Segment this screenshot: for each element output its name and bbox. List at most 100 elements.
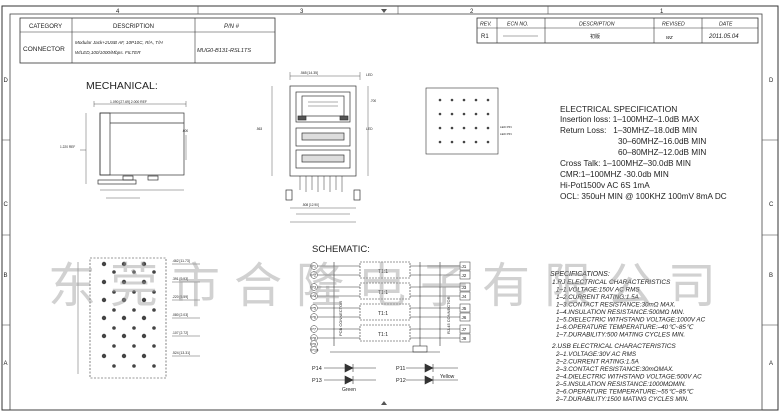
schematic-left-pin: P10 xyxy=(311,348,319,353)
pin-circle xyxy=(310,304,318,312)
pcb-layout-drawing xyxy=(77,257,200,379)
usb-spec-item: 2–5.INSULATION RESISTANCE:1000MΩMIN. xyxy=(555,381,686,388)
pin-box xyxy=(459,282,471,292)
led-pin-label: P12 xyxy=(396,378,406,384)
pin-dot xyxy=(438,126,442,130)
dim-label: .508 [12.90] xyxy=(302,203,319,207)
rj45-characteristics-title: 1.RJ ELECTRICAL CHARACTERISTICS xyxy=(552,279,671,286)
rev-header-ecn: ECN NO. xyxy=(507,22,529,28)
led-label: LED xyxy=(366,73,373,77)
pin-dot xyxy=(474,98,478,102)
pin-dot xyxy=(474,140,478,144)
pin-dot xyxy=(486,98,490,102)
pcb-hole xyxy=(112,344,116,348)
dim-label: .462 [11.73] xyxy=(172,259,190,263)
pin-circle xyxy=(310,346,318,354)
rev-value: R1 xyxy=(481,34,489,40)
title-block xyxy=(19,17,276,64)
pin-dot xyxy=(438,112,442,116)
pcb-hole xyxy=(152,270,156,274)
electrical-spec-line: CMR:1–100MHZ -30.0db MIN xyxy=(560,170,669,179)
dim-label: LED PIN xyxy=(500,125,512,129)
mechanical-heading: MECHANICAL: xyxy=(86,80,158,92)
usb-spec-item: 2–4.DIELECTRIC WITHSTAND VOLTAGE:500V AC xyxy=(555,374,702,381)
revision-block xyxy=(476,17,759,44)
revised-by-value: wz xyxy=(666,35,673,41)
pin-circle xyxy=(310,313,318,321)
pcb-hole xyxy=(121,333,127,339)
pin-box xyxy=(459,261,471,271)
usb-spec-item: 2–1.VOLTAGE:30V AC RMS xyxy=(555,351,637,358)
led-label: LED xyxy=(366,127,373,131)
description-line-2: W/LED,100/1000/Mbps. FILTER xyxy=(75,50,141,55)
pcb-hole xyxy=(141,315,147,321)
transformer-label: T1:1 xyxy=(378,332,388,338)
schematic-heading: SCHEMATIC: xyxy=(312,244,370,255)
electrical-spec-line: OCL: 350uH MIN @ 100KHZ 100mV 8mA DC xyxy=(560,192,727,201)
dim-label: .563 xyxy=(256,127,262,131)
pin-dot xyxy=(462,140,466,144)
pin-circle xyxy=(310,325,318,333)
pcb-hole xyxy=(101,315,107,321)
specifications-title: SPECIFICATIONS: xyxy=(550,271,610,278)
rev-header-revised: REVISED xyxy=(662,22,685,28)
rj45-spec-item: 1–5.DIELECTRIC WITHSTAND VOLTAGE:1000V A… xyxy=(556,317,706,324)
pin-box xyxy=(459,303,471,313)
pcb-hole xyxy=(121,261,127,267)
usb-spec-item: 2–7.DURABILITY:1500 MATING CYCLES MIN. xyxy=(555,396,689,403)
electrical-spec-title: ELECTRICAL SPECIFICATION xyxy=(560,104,677,114)
pcb-hole xyxy=(121,279,127,285)
rj45-spec-item: 1–3.CONTACT RESISTANCE:30mΩ MAX. xyxy=(556,302,676,309)
pcb-hole xyxy=(121,315,127,321)
led-symbol-icon xyxy=(344,363,434,385)
led-pin-label: P14 xyxy=(312,366,322,372)
description-line-1: Modular Jack+2USB AF, 10P10C, R/A, T/H xyxy=(75,40,163,45)
pcb-hole xyxy=(112,270,116,274)
pin-circle xyxy=(310,262,318,270)
pcb-connector-label: PCB CONNECTOR xyxy=(338,301,343,336)
pin-dot xyxy=(474,126,478,130)
electrical-spec-line: 30–60MHZ–16.0dB MIN xyxy=(618,137,706,146)
rj45-spec-item: 1–7.DURABILITY:500 MATING CYCLES MIN. xyxy=(556,332,685,339)
pin-circle xyxy=(310,283,318,291)
pin-box xyxy=(459,324,471,334)
led-pin-detail xyxy=(425,87,499,155)
pin-dot xyxy=(450,140,454,144)
pin-dot xyxy=(450,98,454,102)
schematic-right-pin: J2 xyxy=(462,273,467,278)
zone-label-right-4: A xyxy=(769,361,773,367)
rev-description-value: 初版 xyxy=(590,33,600,40)
pcb-hole xyxy=(152,308,156,312)
pin-dot xyxy=(438,98,442,102)
pcb-hole xyxy=(152,364,156,368)
schematic-right-pin: J6 xyxy=(462,315,467,320)
schematic-right-pin: J4 xyxy=(462,294,467,299)
rj45-spec-item: 1–2.CURRENT RATING:1.5A xyxy=(556,294,639,301)
transformer-label: T1:1 xyxy=(378,290,388,296)
schematic-left-pin: P7 xyxy=(311,327,317,332)
schematic-left-pin: P6 xyxy=(311,315,317,320)
pcb-hole xyxy=(101,353,107,359)
zone-label-top-1: 4 xyxy=(116,9,120,15)
pcb-hole xyxy=(101,261,107,267)
dim-label: .524 [13.31] xyxy=(172,351,190,355)
zone-label-right-3: B xyxy=(769,273,773,279)
zone-label-right-2: C xyxy=(769,202,774,208)
title-header-pn: P/N # xyxy=(224,24,240,30)
usb-spec-item: 2–6.OPERATURE TEMPERATURE:–55℃~85℃ xyxy=(555,389,694,396)
pin-dot xyxy=(474,112,478,116)
electrical-spec-line: Return Loss: 1–30MHZ–18.0dB MIN xyxy=(560,126,697,135)
specifications-block: SPECIFICATIONS: 1.RJ ELECTRICAL CHARACTE… xyxy=(550,271,706,403)
pin-dot xyxy=(450,126,454,130)
pin-dot xyxy=(462,98,466,102)
schematic-left-pin: P2 xyxy=(311,273,317,278)
schematic-left-pin: P3 xyxy=(311,285,317,290)
pin-dot xyxy=(486,140,490,144)
electrical-spec-line: Insertion loss: 1–100MHZ–1.0dB MAX xyxy=(560,115,700,124)
pin-box xyxy=(459,291,471,301)
dim-label: .107 [2.72] xyxy=(172,331,188,335)
dim-label: .700 xyxy=(370,99,376,103)
pin-dot xyxy=(486,126,490,130)
dim-label: .600 xyxy=(182,129,188,133)
